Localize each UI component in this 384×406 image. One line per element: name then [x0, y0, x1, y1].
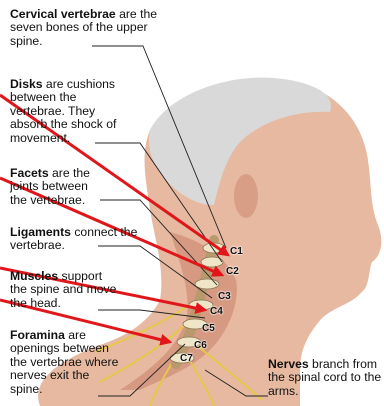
label-facets: Facets are the joints between the verteb…	[10, 167, 106, 207]
vertebra-label-c2: C2	[226, 266, 239, 277]
term-foramina: Foramina	[10, 328, 65, 342]
vertebra-label-c5: C5	[202, 323, 215, 334]
term-disks: Disks	[10, 77, 43, 91]
term-facets: Facets	[10, 166, 49, 180]
label-nerves: Nerves branch from the spinal cord to th…	[268, 358, 384, 398]
label-cervical-vertebrae: Cervical vertebrae are the seven bones o…	[10, 8, 162, 48]
ear	[234, 174, 258, 218]
term-nerves: Nerves	[268, 357, 309, 371]
vertebra-label-c7: C7	[180, 353, 193, 364]
term-ligaments: Ligaments	[10, 225, 71, 239]
term-muscles: Muscles	[10, 269, 58, 283]
label-muscles: Muscles support the spine and move the h…	[10, 270, 122, 310]
label-ligaments: Ligaments connect the vertebrae.	[10, 226, 140, 253]
label-foramina: Foramina are openings between the verteb…	[10, 329, 122, 396]
label-disks: Disks are cushions between the vertebrae…	[10, 78, 128, 145]
vertebra-label-c4: C4	[210, 306, 223, 317]
vertebra-label-c1: C1	[230, 246, 243, 257]
term-cervical: Cervical vertebrae	[10, 7, 116, 21]
vertebra-label-c3: C3	[218, 291, 231, 302]
vertebra-label-c6: C6	[194, 340, 207, 351]
